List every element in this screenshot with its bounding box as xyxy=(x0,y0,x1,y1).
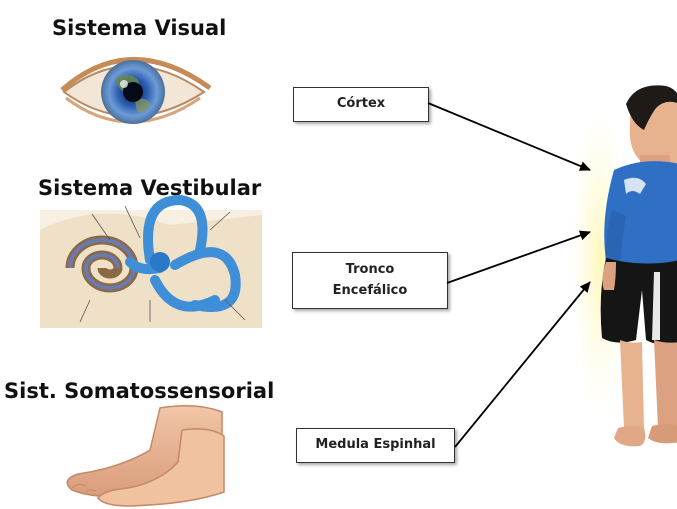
arrow-cortex xyxy=(428,103,590,170)
arrow-tronco xyxy=(447,232,590,283)
arrow-medula xyxy=(455,282,590,447)
